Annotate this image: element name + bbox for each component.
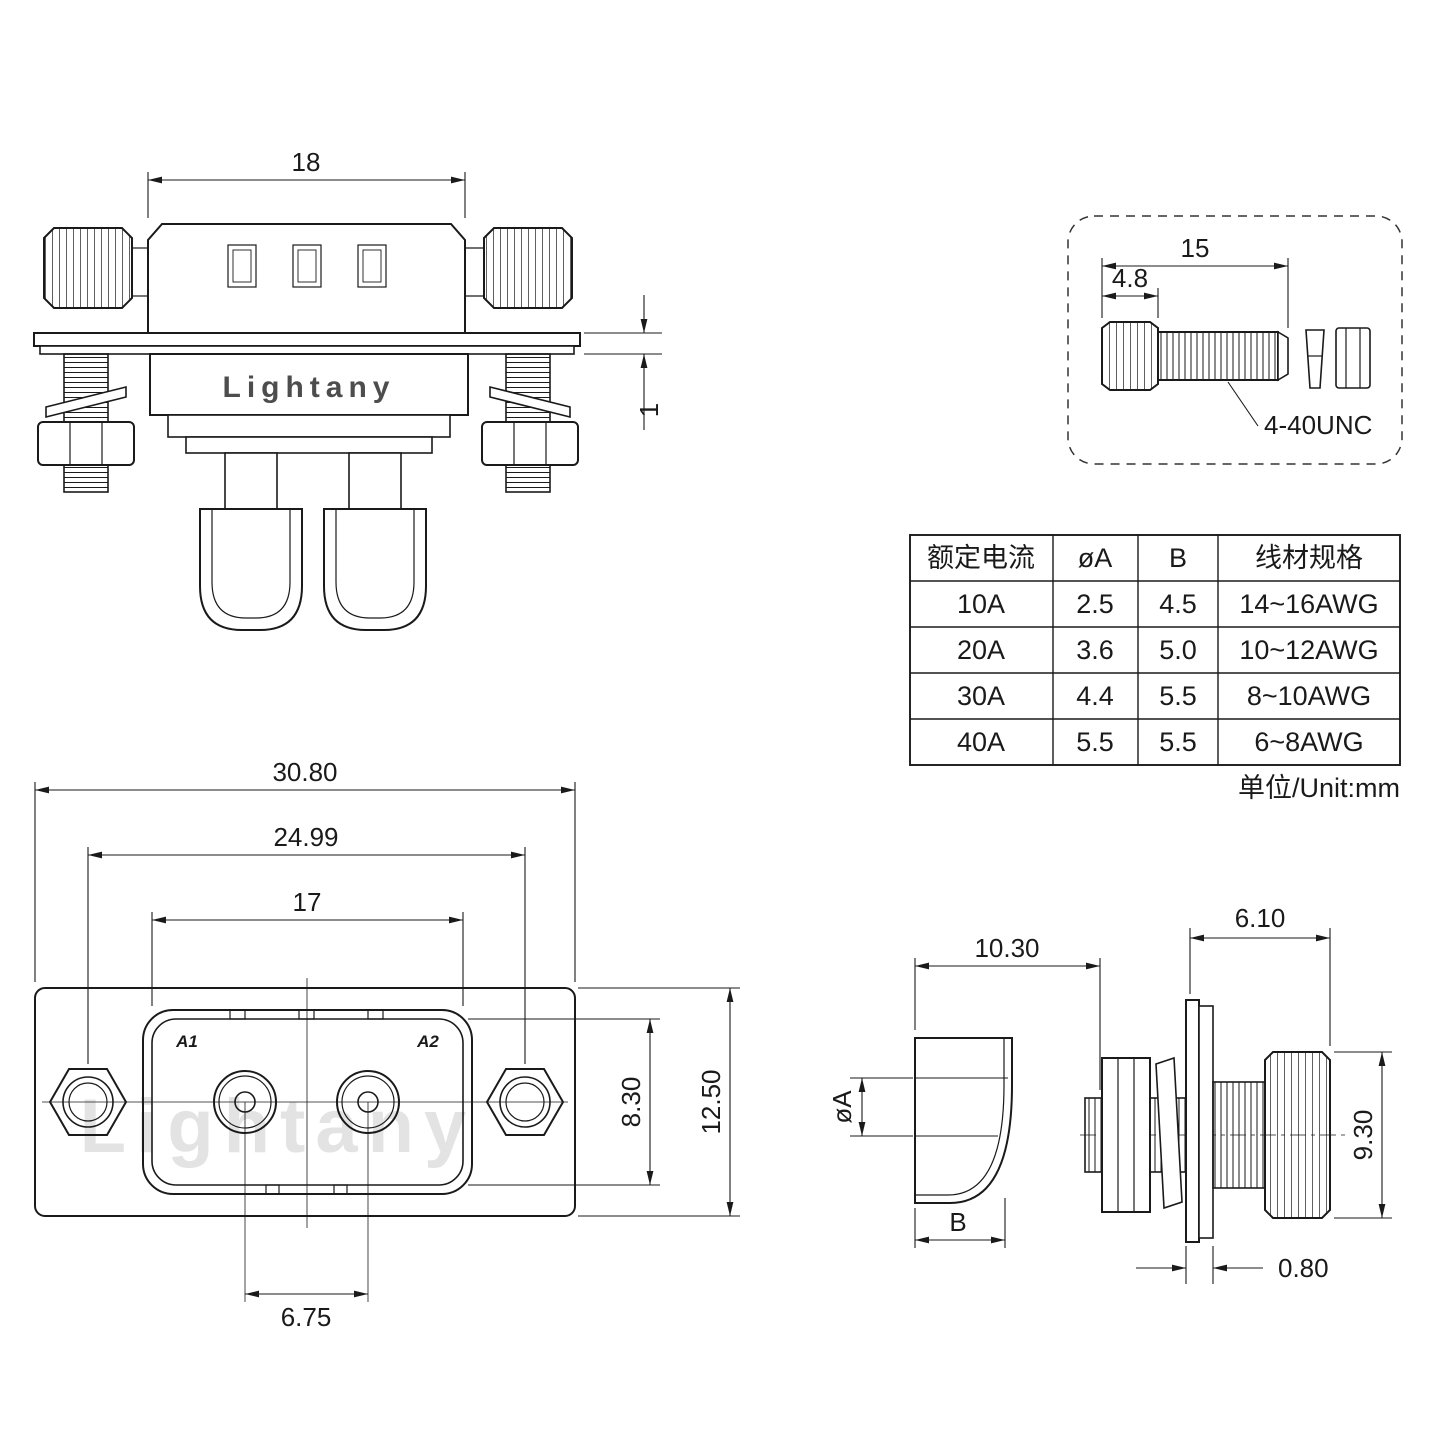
contact-label-a2: A2 [416,1032,439,1051]
contact-label-a1: A1 [175,1032,198,1051]
unit-note: 单位/Unit:mm [1238,773,1400,803]
front-view: Lightany 30.80 24.99 17 [34,757,740,1332]
label-cup-opening: B [949,1207,966,1237]
dim-shell-width: 17 [293,887,322,917]
dim-front-length: 6.10 [1235,903,1286,933]
table-cell: 5.5 [1076,727,1114,757]
side-jackscrew [1212,1051,1331,1219]
inset-dashed-border [1067,215,1403,465]
dim-overall-width: 30.80 [272,757,337,787]
table-header-b: B [1169,543,1187,573]
left-wire-cup [199,508,303,631]
right-mounting-hardware [481,353,579,493]
dim-shell-height: 8.30 [616,1077,646,1128]
left-jackscrew-head [43,227,148,309]
table-cell: 40A [957,727,1005,757]
connector-body-rear: Lightany [149,353,469,510]
thread-spec-label: 4-40UNC [1264,410,1372,440]
wedge-part [1305,329,1325,389]
table-cell: 20A [957,635,1005,665]
panel-flange [33,332,581,355]
table-cell: 5.5 [1159,727,1197,757]
left-mounting-hardware [37,353,135,493]
dim-screw-knob: 4.8 [1112,263,1148,293]
dim-front-height: 9.30 [1348,1110,1378,1161]
table-header-wire-gauge: 线材规格 [1255,543,1363,573]
ferrule-part [1335,327,1371,389]
watermark: Lightany [80,1084,477,1169]
side-view: 10.30 6.10 [827,903,1392,1284]
connector-shell-top [147,223,466,334]
table-cell: 10A [957,589,1005,619]
table-cell: 6~8AWG [1254,727,1363,757]
table-header-current: 额定电流 [927,543,1035,573]
dim-panel-thickness: 0.80 [1278,1253,1329,1283]
table-cell: 5.5 [1159,681,1197,711]
dim-mount-pitch: 24.99 [273,822,338,852]
dim-flange-thickness: 1 [634,403,664,417]
table-cell: 10~12AWG [1239,635,1378,665]
right-jackscrew-head [465,227,573,309]
table-cell: 30A [957,681,1005,711]
dim-contact-pitch: 6.75 [281,1302,332,1332]
right-wire-cup [323,508,427,631]
table-cell: 14~16AWG [1239,589,1378,619]
label-wire-diameter: øA [827,1090,857,1124]
dim-overall-height: 12.50 [696,1069,726,1134]
spec-table: 额定电流 øA B 线材规格 10A 2.5 4.5 14~16AWG 20A … [909,534,1401,803]
table-cell: 4.4 [1076,681,1114,711]
side-mounting-hardware [1084,1056,1187,1213]
brand-logo: Lightany [223,371,396,404]
screw-detail-inset: 15 4.8 4-40UNC [1067,215,1403,465]
table-cell: 4.5 [1159,589,1197,619]
side-panel-flange [1185,999,1214,1243]
table-cell: 2.5 [1076,589,1114,619]
dim-rear-depth: 10.30 [974,933,1039,963]
table-cell: 3.6 [1076,635,1114,665]
table-header-diameter: øA [1078,543,1113,573]
top-view: 18 [33,147,664,631]
table-cell: 5.0 [1159,635,1197,665]
dim-screw-length: 15 [1181,233,1210,263]
jackscrew-part [1101,321,1289,391]
right-mount-hex-nut [485,1068,565,1136]
front-face [34,978,576,1228]
wire-cup-profile [914,1037,1013,1204]
dim-top-width: 18 [292,147,321,177]
table-cell: 8~10AWG [1247,681,1371,711]
left-mount-hex-nut [48,1068,128,1136]
